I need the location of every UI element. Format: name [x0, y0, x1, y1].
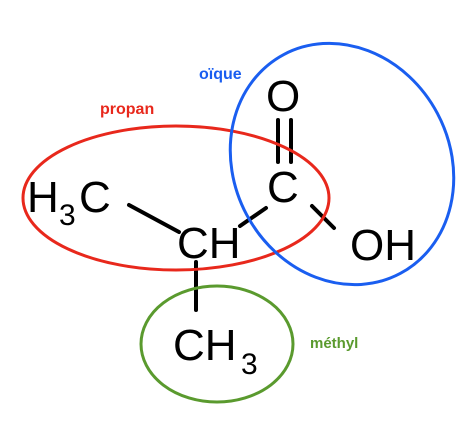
h3c-subscript: 3 [59, 199, 76, 232]
oh-atom: OH [350, 221, 416, 270]
methyl-ellipse [139, 284, 295, 404]
propan-label: propan [100, 101, 154, 118]
oique-ellipse [228, 41, 456, 287]
methyl-label: méthyl [310, 335, 358, 352]
ch-atom: CH [177, 219, 241, 268]
bond-h3c-ch [127, 203, 181, 234]
carbonyl-c: C [267, 163, 299, 212]
oique-label: oïque [199, 66, 242, 83]
propan-ellipse [21, 124, 331, 272]
ch3-subscript: 3 [241, 348, 258, 381]
h3c-c: C [79, 173, 111, 222]
ch3-ch: CH [173, 321, 237, 370]
h3c-h: H [27, 173, 59, 222]
carbonyl-o: O [266, 72, 300, 121]
bond-ch-c [238, 206, 268, 228]
